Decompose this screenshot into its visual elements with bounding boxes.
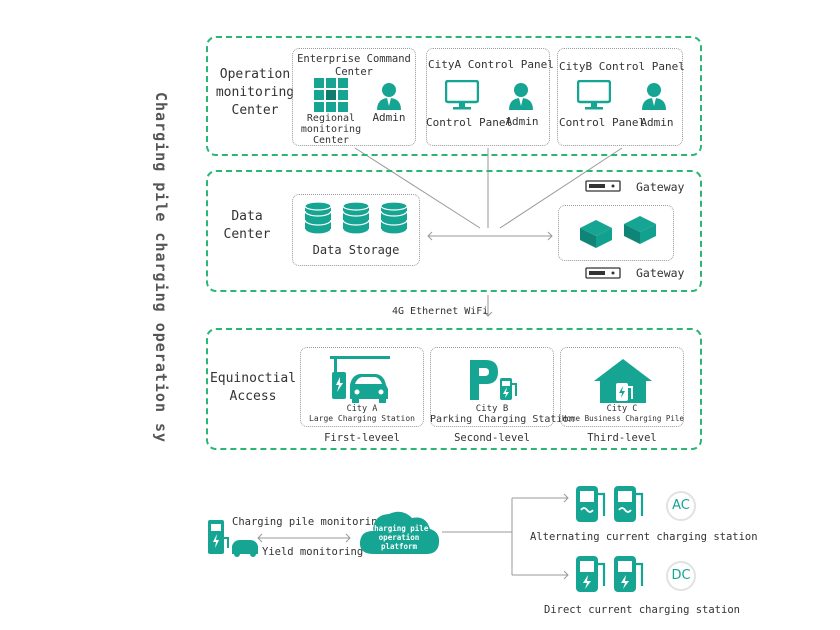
cloud-label: Charging pile operation platform: [369, 524, 429, 551]
station-card: [300, 347, 424, 427]
server-box: [558, 205, 674, 261]
station-name: Large Charging Station: [309, 414, 415, 423]
data-storage-box: [292, 194, 420, 266]
ac-charger-icon: [576, 486, 644, 522]
admin-icon: [377, 83, 401, 110]
access-section-label: Equinoctial Access: [209, 371, 297, 404]
dc-badge-text: DC: [671, 568, 691, 583]
admin-icon: [509, 83, 533, 110]
data-center-section: [206, 170, 702, 292]
data-center-label: Data Center: [223, 209, 271, 242]
yield-label: Yield monitoring: [262, 546, 364, 558]
ac-badge-text: AC: [672, 498, 690, 513]
cloud-icon: [359, 511, 440, 554]
operation-monitoring-section: [206, 36, 702, 156]
panel-item-label: Admin: [640, 116, 674, 129]
panel-heading: CityB Control Panel: [559, 60, 685, 73]
station-card: [430, 347, 554, 427]
station-city: City A: [346, 404, 378, 414]
enterprise-command-panel: [292, 48, 416, 146]
database-icon: [304, 202, 408, 235]
house-icon: [594, 359, 652, 403]
level-label: Second-level: [454, 432, 530, 444]
panel-item-label: Control Panel: [559, 116, 646, 129]
admin-icon: [642, 83, 666, 110]
monitor-icon: [577, 80, 611, 110]
panel-item-label: Regional monitoring Center: [300, 113, 362, 146]
gateway-icon: [585, 267, 621, 279]
station-city: City C: [606, 404, 638, 414]
station-city: City B: [475, 404, 509, 414]
dc-charger-icon: [576, 556, 644, 592]
access-section: [206, 328, 702, 450]
gateway-icon: [585, 180, 621, 192]
monitoring-label: Charging pile monitoring: [232, 516, 384, 528]
monitor-icon: [445, 80, 479, 110]
panel-item-label: Admin: [505, 115, 539, 128]
station-card: [560, 347, 684, 427]
citya-control-panel: [426, 48, 550, 146]
level-label: First-leveel: [324, 432, 400, 444]
parking-icon: [470, 360, 517, 400]
station-name: Home Business Charging Pile: [562, 414, 684, 423]
panel-item-label: Control Panel: [426, 116, 513, 129]
gateway-label: Gateway: [636, 266, 685, 280]
ac-badge: AC: [666, 491, 696, 521]
network-label: 4G Ethernet WiFi: [392, 306, 489, 317]
gateway-label: Gateway: [636, 180, 685, 194]
diagram-title: Charging pile charging operation sy: [152, 92, 170, 444]
server-cube-icon: [580, 216, 656, 248]
cityb-control-panel: [557, 48, 683, 146]
panel-heading: CityA Control Panel: [428, 58, 554, 71]
grid-icon: [314, 78, 348, 112]
dc-station-label: Direct current charging station: [544, 604, 740, 616]
panel-item-label: Admin: [372, 111, 406, 124]
dc-badge: DC: [666, 561, 696, 591]
operation-section-label: Operation monitoring Center: [215, 67, 295, 118]
ac-station-label: Alternating current charging station: [530, 531, 758, 543]
level-label: Third-level: [587, 432, 657, 444]
station-name: Parking Charging Station: [430, 414, 575, 425]
ev-charging-icon: [208, 520, 258, 557]
data-storage-label: Data Storage: [312, 243, 400, 257]
panel-heading: Enterprise Command Center: [297, 53, 411, 78]
car-charging-icon: [330, 356, 390, 403]
